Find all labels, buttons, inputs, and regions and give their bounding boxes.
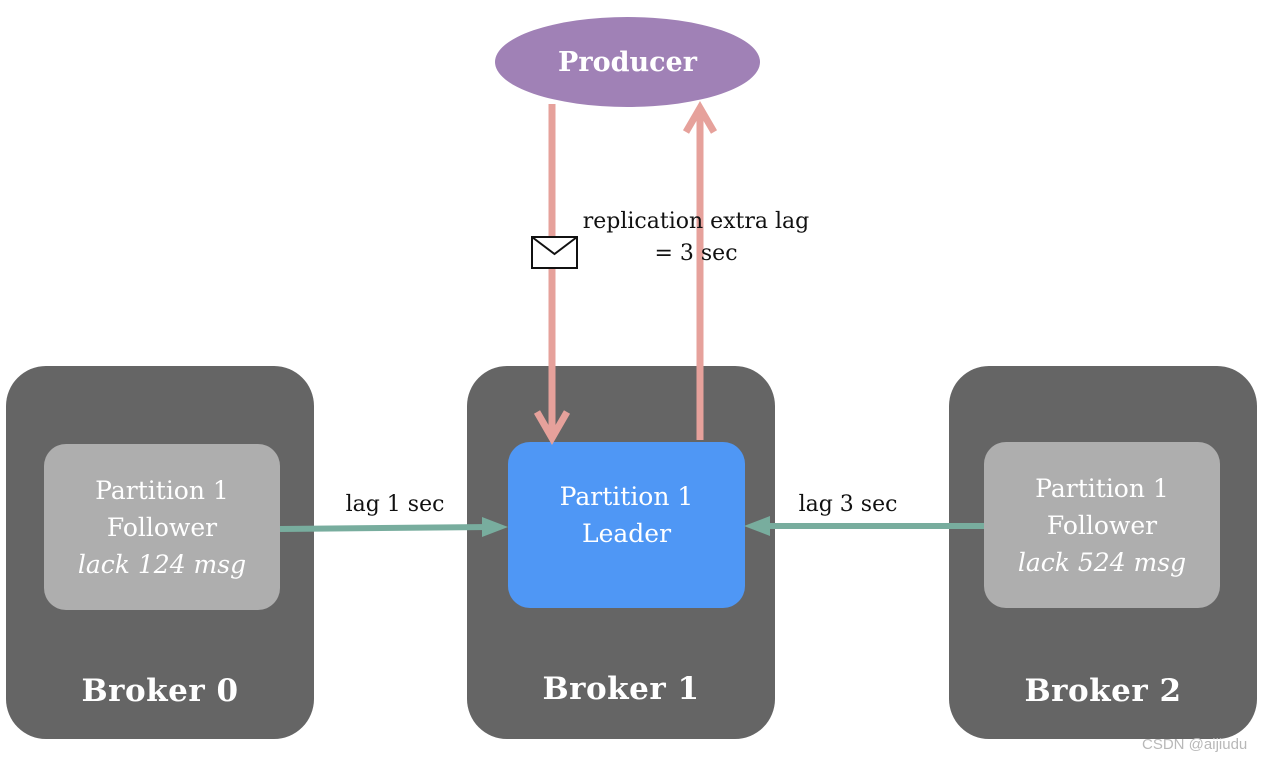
watermark: CSDN @aijiudu (1142, 736, 1248, 753)
replication-lag-line1: replication extra lag (582, 209, 810, 234)
partition-title: Partition 1 (559, 482, 694, 511)
partition-role: Follower (106, 512, 218, 542)
broker-2: Partition 1 Follower lack 524 msg Broker… (949, 366, 1257, 739)
partition-title: Partition 1 (95, 475, 229, 505)
replication-lag-line2: = 3 sec (654, 241, 738, 266)
partition-title: Partition 1 (1035, 473, 1169, 503)
broker-2-label: Broker 2 (1024, 673, 1182, 709)
lag-label-broker-2: lag 3 sec (798, 492, 898, 517)
broker-1: Partition 1 Leader Broker 1 (467, 366, 775, 739)
broker-0-partition-follower: Partition 1 Follower lack 124 msg (44, 444, 280, 610)
broker-0: Partition 1 Follower lack 124 msg Broker… (6, 366, 314, 739)
partition-lack: lack 124 msg (77, 549, 247, 579)
partition-role: Leader (581, 519, 672, 548)
lag-label-broker-0: lag 1 sec (345, 492, 445, 517)
broker-2-partition-follower: Partition 1 Follower lack 524 msg (984, 442, 1220, 608)
broker-1-label: Broker 1 (542, 671, 700, 707)
partition-lack: lack 524 msg (1017, 547, 1187, 577)
producer-label: Producer (558, 46, 697, 78)
producer-node: Producer (495, 17, 760, 107)
replication-lag-label: replication extra lag = 3 sec (578, 206, 814, 270)
envelope-icon (531, 236, 578, 269)
partition-role: Follower (1046, 510, 1158, 540)
broker-1-partition-leader: Partition 1 Leader (508, 442, 745, 608)
broker-0-label: Broker 0 (81, 673, 239, 709)
